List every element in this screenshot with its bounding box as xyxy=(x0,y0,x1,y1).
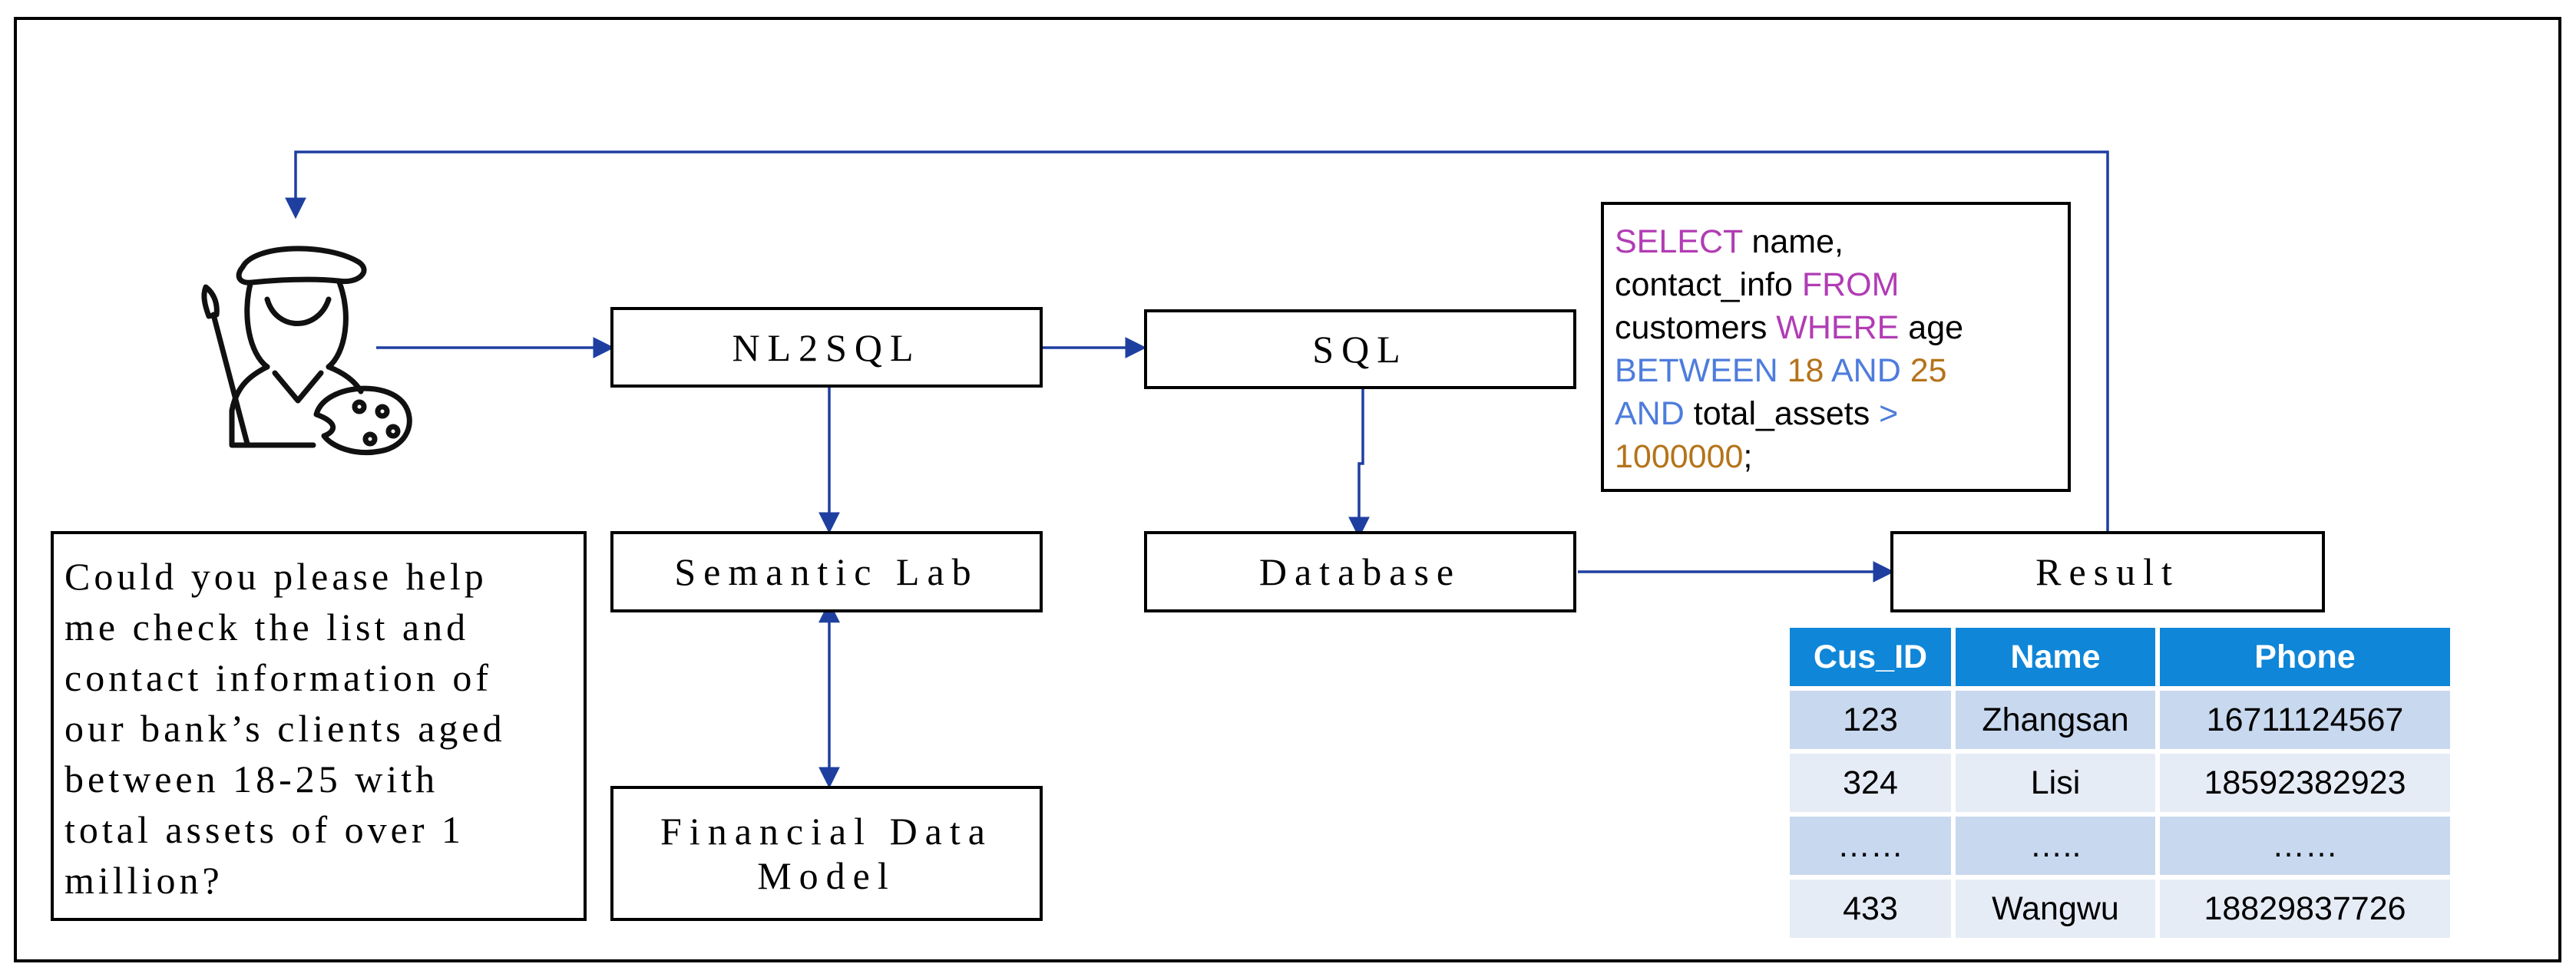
question-line: contact information of xyxy=(64,656,493,699)
sql-line-6: 1000000; xyxy=(1615,435,2058,478)
table-cell: …… xyxy=(1790,817,1951,875)
table-cell: Wangwu xyxy=(1956,880,2155,938)
question-line: Could you please help xyxy=(64,555,488,598)
table-row: 123 Zhangsan 16711124567 xyxy=(1790,691,2450,749)
financial-model-label-line2: Model xyxy=(757,854,896,897)
question-line: between 18-25 with xyxy=(64,758,439,800)
semantic-lab-label: Semantic Lab xyxy=(674,550,979,593)
sql-keyword: WHERE xyxy=(1776,309,1900,346)
arrow-sql-to-database xyxy=(1348,389,1370,539)
table-cell: 123 xyxy=(1790,691,1951,749)
question-line: our bank’s clients aged xyxy=(64,707,506,750)
sql-line-5: AND total_assets > xyxy=(1615,392,2058,435)
table-header-row: Cus_ID Name Phone xyxy=(1790,628,2450,686)
nl2sql-box: NL2SQL xyxy=(610,307,1043,388)
semantic-lab-box: Semantic Lab xyxy=(610,531,1043,612)
sql-operator: > xyxy=(1879,395,1899,432)
sql-text: total_assets xyxy=(1684,395,1880,432)
column-header-name: Name xyxy=(1956,628,2155,686)
table-cell: …… xyxy=(2160,817,2450,875)
painter-person-icon xyxy=(181,238,419,460)
financial-model-label-line1: Financial Data xyxy=(660,810,993,853)
table-cell: 324 xyxy=(1790,754,1951,812)
sql-keyword: SELECT xyxy=(1615,223,1743,260)
result-label: Result xyxy=(2035,550,2180,593)
table-cell: ….. xyxy=(1956,817,2155,875)
sql-text: contact_info xyxy=(1615,266,1802,303)
diagram-frame xyxy=(14,17,2561,962)
financial-data-model-box: Financial Data Model xyxy=(610,786,1043,921)
table-cell: 18592382923 xyxy=(2160,754,2450,812)
database-label: Database xyxy=(1258,550,1462,593)
table-row: 324 Lisi 18592382923 xyxy=(1790,754,2450,812)
question-line: total assets of over 1 xyxy=(64,808,465,851)
nl2sql-label: NL2SQL xyxy=(732,325,921,369)
table-cell: 433 xyxy=(1790,880,1951,938)
sql-text: ; xyxy=(1743,438,1753,475)
result-table: Cus_ID Name Phone 123 Zhangsan 167111245… xyxy=(1785,623,2455,942)
table-cell: Lisi xyxy=(1956,754,2155,812)
question-line: me check the list and xyxy=(64,606,470,649)
user-question-box: Could you please help me check the list … xyxy=(51,531,587,921)
sql-text: customers xyxy=(1615,309,1777,346)
table-cell: 16711124567 xyxy=(2160,691,2450,749)
sql-number: 1000000 xyxy=(1615,438,1744,475)
sql-line-3: customers WHERE age xyxy=(1615,306,2058,349)
sql-line-1: SELECT name, xyxy=(1615,220,2058,263)
sql-text: name, xyxy=(1742,223,1844,260)
question-line: million? xyxy=(64,859,223,902)
sql-label: SQL xyxy=(1312,328,1408,371)
sql-number: 25 xyxy=(1910,352,1947,389)
table-cell: 18829837726 xyxy=(2160,880,2450,938)
sql-line-2: contact_info FROM xyxy=(1615,263,2058,306)
column-header-cus-id: Cus_ID xyxy=(1790,628,1951,686)
sql-operator: AND xyxy=(1615,395,1685,432)
arrow-result-to-user xyxy=(285,150,2109,531)
sql-operator: AND xyxy=(1824,352,1910,389)
sql-text: age xyxy=(1899,309,1964,346)
sql-code-box: SELECT name, contact_info FROM customers… xyxy=(1601,202,2071,492)
sql-operator: BETWEEN xyxy=(1615,352,1787,389)
column-header-phone: Phone xyxy=(2160,628,2450,686)
table-cell: Zhangsan xyxy=(1956,691,2155,749)
sql-line-4: BETWEEN 18 AND 25 xyxy=(1615,349,2058,392)
table-row: 433 Wangwu 18829837726 xyxy=(1790,880,2450,938)
sql-box: SQL xyxy=(1144,309,1576,389)
sql-number: 18 xyxy=(1787,352,1824,389)
database-box: Database xyxy=(1144,531,1576,612)
sql-keyword: FROM xyxy=(1801,266,1900,303)
result-box: Result xyxy=(1890,531,2325,612)
table-row: …… ….. …… xyxy=(1790,817,2450,875)
